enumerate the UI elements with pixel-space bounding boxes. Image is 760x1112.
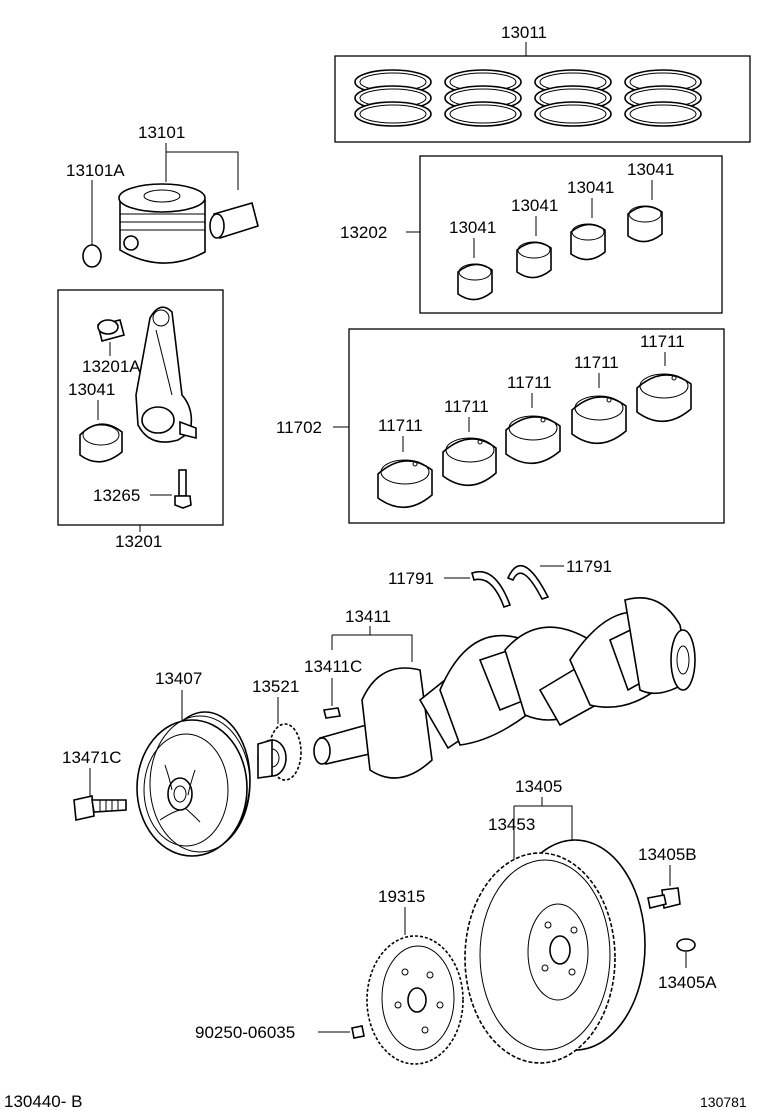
crank-pin-bearing-group: 13202 13041 13041 13041 13041: [340, 155, 723, 314]
piston-pin-snap-ring: [82, 244, 102, 268]
footer-code-right: 130781: [700, 1094, 747, 1110]
thrust-washer-left: [471, 570, 512, 609]
crankshaft: [313, 596, 696, 779]
connecting-rod: [135, 306, 197, 443]
label-13041-3: 13041: [567, 178, 614, 197]
label-13407: 13407: [155, 669, 202, 688]
connecting-rod-bolt: [174, 469, 192, 509]
label-11711-2: 11711: [444, 397, 489, 416]
connecting-rod-group: 13201A 13041 13265 13201: [57, 289, 224, 551]
thrust-washer-right: [506, 565, 550, 600]
flywheel-pin: [676, 938, 696, 952]
signal-plate-pin: [351, 1025, 365, 1039]
label-13265: 13265: [93, 486, 140, 505]
crank-pulley-group: 13407: [136, 669, 251, 857]
crankshaft-pulley: [136, 711, 251, 857]
label-19315: 19315: [378, 887, 425, 906]
main-bearing-group: 11702 11711 11711 11711 11711 11711: [276, 328, 725, 524]
crankshaft-timing-gear: [257, 723, 302, 781]
piston-group: 13101 13101A: [66, 123, 259, 268]
main-bearing-box: [348, 328, 725, 524]
footer-code-left: 130440- B: [4, 1092, 82, 1111]
label-13202: 13202: [340, 223, 387, 242]
crank-pin-bearing-box: [419, 155, 723, 314]
piston-rings: [354, 69, 702, 127]
main-bearings: [377, 373, 692, 509]
crank-signal-plate: [366, 935, 464, 1065]
flywheel: [464, 839, 646, 1064]
label-13101A: 13101A: [66, 161, 125, 180]
label-13405B: 13405B: [638, 845, 697, 864]
piston-ring-set-box: [334, 55, 751, 143]
label-13101: 13101: [138, 123, 185, 142]
piston: [118, 183, 206, 264]
label-13453: 13453: [488, 815, 535, 834]
label-13405A: 13405A: [658, 973, 717, 992]
label-13201A: 13201A: [82, 357, 141, 376]
label-13471C: 13471C: [62, 748, 122, 767]
label-13411: 13411: [345, 607, 391, 626]
label-11791-left: 11791: [388, 569, 434, 588]
label-13041-rod: 13041: [68, 380, 115, 399]
flywheel-bolt: [647, 887, 681, 909]
label-13041-1: 13041: [449, 218, 496, 237]
pulley-bolt-group: 13471C: [62, 748, 127, 821]
label-13521: 13521: [252, 677, 299, 696]
piston-ring-set-group: 13011: [334, 23, 751, 143]
label-11711-5: 11711: [640, 332, 685, 351]
label-90250-06035: 90250-06035: [195, 1023, 295, 1042]
crankshaft-key: [323, 707, 341, 719]
connecting-rod-bushing: [97, 319, 125, 342]
label-11702: 11702: [276, 418, 322, 437]
label-13411C: 13411C: [304, 657, 362, 676]
label-13201: 13201: [115, 532, 162, 551]
pulley-bolt: [73, 795, 127, 821]
label-11711-1: 11711: [378, 416, 423, 435]
thrust-washers-group: 11791 11791: [388, 557, 612, 609]
crank-pin-bearings: [457, 205, 663, 301]
piston-pin: [209, 202, 259, 240]
timing-gear-group: 13521: [252, 677, 302, 781]
flywheel-group: 13405 13453 13405B 13405A: [464, 777, 717, 1064]
label-11711-3: 11711: [507, 373, 552, 392]
label-13011: 13011: [501, 23, 547, 42]
label-13405: 13405: [515, 777, 562, 796]
rod-bearing: [79, 423, 123, 463]
label-13041-4: 13041: [627, 160, 674, 179]
label-11711-4: 11711: [574, 353, 619, 372]
signal-plate-group: 19315 90250-06035: [195, 887, 464, 1065]
label-11791-right: 11791: [566, 557, 612, 576]
label-13041-2: 13041: [511, 196, 558, 215]
crankshaft-group: 13411 13411C: [304, 596, 696, 779]
